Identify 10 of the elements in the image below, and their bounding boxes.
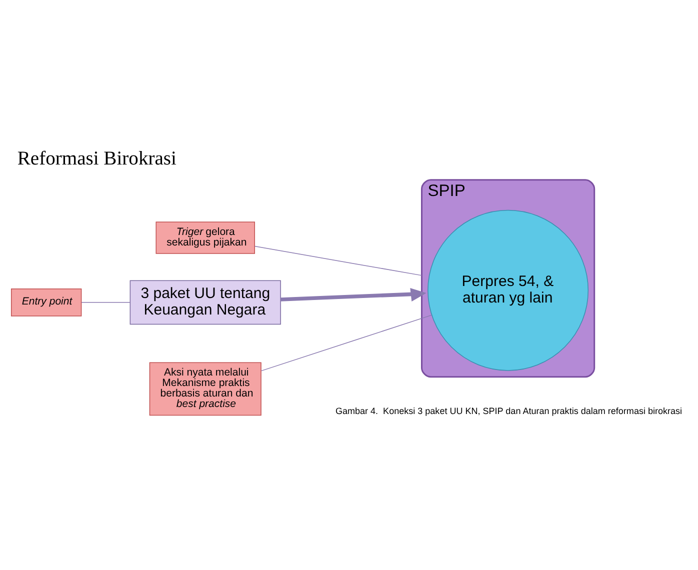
node-circle: Perpres 54, & aturan yg lain (428, 209, 589, 370)
node-box: Entry point (10, 288, 82, 316)
arrow (280, 288, 426, 302)
caption: Gambar 4. Koneksi 3 paket UU KN, SPIP dan Aturan praktis dalam reformasi birokrasi (335, 405, 682, 416)
diagram-title: Reformasi Birokrasi (17, 148, 176, 170)
connector (261, 314, 432, 371)
node-box: Aksi nyata melalui Mekanisme praktis berbasis aturan dan best practise (149, 362, 262, 416)
connector (254, 245, 422, 276)
node-box: Triger gelora sekaligus pijakan (156, 221, 255, 254)
node-box: 3 paket UU tentang Keuangan Negara (130, 280, 281, 324)
